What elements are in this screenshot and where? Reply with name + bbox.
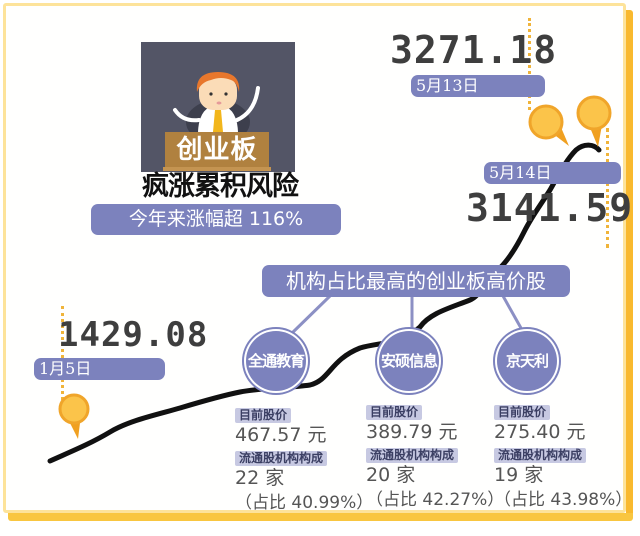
value-label-jan5: 1429.08	[58, 315, 209, 355]
guide-line-may14	[606, 128, 609, 248]
stock-badge-anshuo: 安硕信息	[379, 331, 439, 391]
institution-share: （占比 40.99%）	[235, 493, 374, 513]
infographic-frame	[3, 3, 626, 513]
holders-tag: 流通股机构构成	[366, 448, 459, 463]
stock-price: 467.57 元	[235, 424, 327, 446]
subhead-pill: 今年来涨幅超 116%	[91, 204, 341, 235]
map-pin-icon	[576, 95, 612, 147]
guide-line-jan5	[61, 306, 64, 400]
stock-info-jingtianli: 目前股价 275.40 元 流通股机构构成 19 家 （占比 43.98%）	[494, 401, 633, 512]
date-pill-jan5: 1月5日	[34, 358, 165, 380]
desk-edge	[163, 167, 271, 171]
guide-line-may13	[528, 18, 531, 110]
value-label-may13: 3271.18	[390, 28, 558, 72]
holders-tag: 流通股机构构成	[494, 448, 587, 463]
headline: 疯涨累积风险	[142, 171, 299, 202]
date-pill-may13: 5月13日	[411, 75, 545, 97]
institution-share: （占比 42.27%）	[366, 490, 505, 510]
price-tag: 目前股价	[494, 405, 551, 420]
stock-info-anshuo: 目前股价 389.79 元 流通股机构构成 20 家 （占比 42.27%）	[366, 401, 505, 512]
institution-count: 22 家	[235, 467, 285, 489]
stock-info-quantong: 目前股价 467.57 元 流通股机构构成 22 家 （占比 40.99%）	[235, 404, 374, 515]
institution-count: 20 家	[366, 464, 416, 486]
value-label-may14: 3141.59	[466, 186, 634, 230]
frame-shadow-right	[626, 10, 633, 518]
board-label: 创业板	[165, 132, 269, 168]
institution-share: （占比 43.98%）	[494, 490, 633, 510]
stock-price: 275.40 元	[494, 421, 586, 443]
map-pin-icon	[58, 393, 90, 439]
date-pill-may14: 5月14日	[484, 162, 621, 184]
stock-badge-quantong: 全通教育	[246, 331, 306, 391]
frame-shadow-bottom	[8, 513, 633, 521]
stock-badge-jingtianli: 京天利	[497, 331, 557, 391]
hero-illustration: 创业板	[141, 42, 295, 172]
map-pin-icon	[528, 104, 569, 146]
institution-count: 19 家	[494, 464, 544, 486]
stock-price: 389.79 元	[366, 421, 458, 443]
holders-tag: 流通股机构构成	[235, 451, 328, 466]
price-tag: 目前股价	[366, 405, 423, 420]
price-tag: 目前股价	[235, 408, 292, 423]
stocks-section-title: 机构占比最高的创业板高价股	[262, 265, 570, 297]
